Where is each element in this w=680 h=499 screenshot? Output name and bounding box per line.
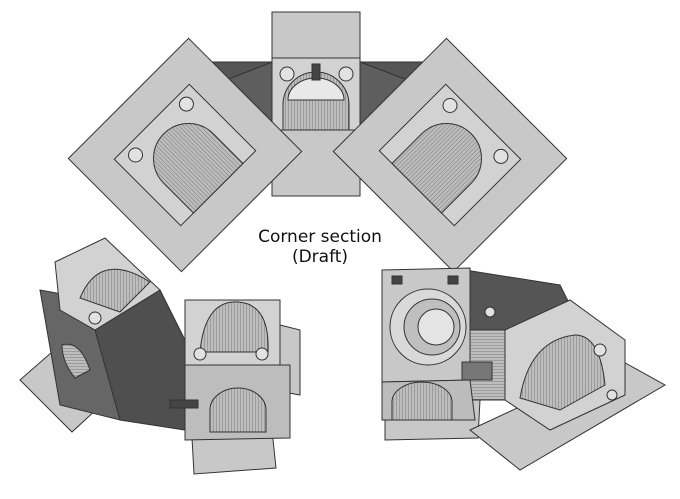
- top-left-hole-a: [128, 147, 144, 163]
- left-iso-bore-side: [61, 343, 91, 379]
- right-iso-hole-a: [593, 343, 607, 357]
- top-center-hole-left: [279, 66, 295, 82]
- caption-title: Corner section: [258, 227, 382, 247]
- right-iso-tab: [461, 361, 493, 381]
- left-iso-slot: [169, 399, 199, 409]
- top-view: [67, 11, 568, 273]
- right-iso-notch-a: [391, 275, 403, 285]
- right-iso-notch-b: [447, 275, 459, 285]
- right-iso-bore-inner: [417, 308, 455, 346]
- right-iso-hole-b: [606, 389, 618, 401]
- left-iso-hole-a: [88, 311, 102, 325]
- top-right-hole-a: [442, 98, 458, 114]
- left-iso-bore-right: [199, 301, 269, 353]
- right-iso-view: [381, 267, 667, 471]
- left-iso-hole-b: [193, 347, 207, 361]
- top-center-hole-right: [338, 66, 354, 82]
- caption-subtitle: (Draft): [291, 247, 349, 267]
- top-right-bore: [391, 123, 482, 214]
- right-iso-bore-right: [519, 334, 606, 411]
- left-iso-hole-c: [255, 347, 269, 361]
- left-iso-bore-left: [79, 268, 151, 313]
- right-iso-hole-c: [484, 306, 496, 318]
- top-left-bore: [153, 123, 244, 214]
- left-iso-view: [19, 237, 301, 475]
- top-right-hole-b: [493, 148, 509, 164]
- left-iso-bore-lower: [209, 387, 267, 433]
- right-iso-base-bore: [391, 381, 453, 421]
- top-left-hole-b: [178, 96, 194, 112]
- top-center-notch: [311, 63, 321, 81]
